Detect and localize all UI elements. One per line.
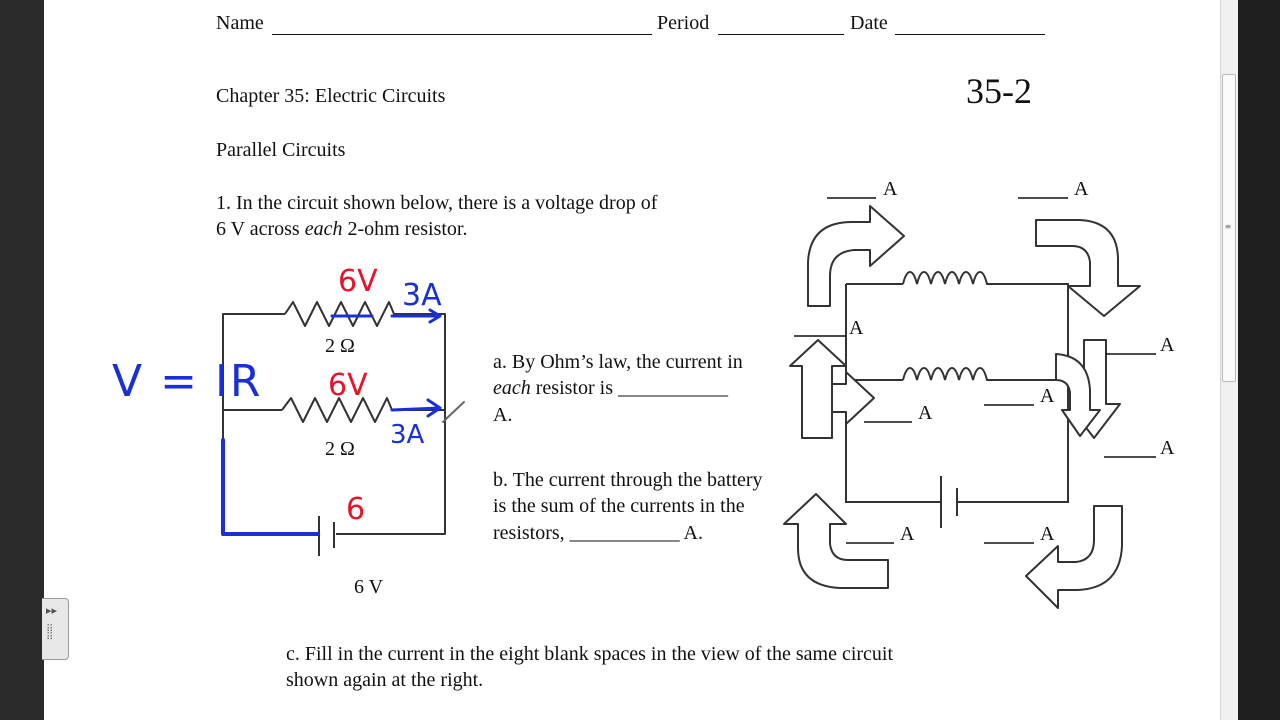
ink-annotations: [221, 308, 465, 536]
curved-arrow-top-left: [807, 205, 905, 307]
unit-label-a: A: [900, 523, 915, 545]
unit-label-a: A: [918, 402, 933, 424]
right-circuit-wires: [845, 283, 1069, 503]
battery-symbol: [318, 516, 335, 556]
ink-formula: V = IR: [112, 356, 263, 407]
period-label: Period: [657, 12, 710, 34]
resistor-bottom-label: 2 Ω: [325, 438, 355, 460]
period-blank: [718, 34, 844, 35]
name-label: Name: [216, 12, 264, 34]
date-label: Date: [850, 12, 888, 34]
unit-label-a: A: [1040, 523, 1055, 545]
side-panel-toggle[interactable]: [42, 598, 69, 660]
unit-label-a: A: [1160, 437, 1175, 459]
curved-arrow-bottom-left: [783, 493, 889, 589]
resistor-top-label: 2 Ω: [325, 335, 355, 357]
unit-label-a: A: [1160, 334, 1175, 356]
part-c-line2: shown again at the right.: [286, 669, 484, 691]
ink-battery-value: 6: [346, 492, 366, 527]
curved-arrow-bottom-right: [1025, 505, 1123, 609]
part-a-line2: each resistor is ___________: [493, 377, 728, 399]
chapter-title: Chapter 35: Electric Circuits: [216, 85, 446, 107]
pen-cursor-icon: [442, 401, 465, 423]
grid-dots-icon: ⠿⠿: [46, 624, 54, 643]
ink-top-current-arrow: [390, 308, 442, 324]
right-resistor-mid: [902, 367, 1010, 381]
page-number: 35-2: [966, 71, 1032, 111]
section-title: Parallel Circuits: [216, 139, 346, 161]
document-page: [44, 0, 1220, 720]
ink-top-current: 3A: [402, 278, 442, 313]
ink-mid-voltage: 6V: [328, 368, 368, 403]
question1-line2: 6 V across each 2-ohm resistor.: [216, 218, 468, 240]
ink-top-voltage: 6V: [338, 264, 378, 299]
unit-label-a: A: [883, 178, 898, 200]
answer-blanks: [794, 197, 1156, 544]
grip-lines-icon: ≡: [1224, 222, 1232, 231]
part-a-line1: a. By Ohm’s law, the current in: [493, 351, 743, 373]
curved-arrow-mid-right: [1055, 353, 1101, 437]
part-c-line1: c. Fill in the current in the eight blan…: [286, 643, 894, 665]
double-chevron-right-icon: ▸▸: [46, 604, 58, 617]
right-circuit: [845, 271, 1069, 528]
ink-mid-current: 3A: [390, 420, 425, 450]
part-b-line3: resistors, ___________ A.: [493, 522, 703, 544]
part-b-line2: is the sum of the currents in the: [493, 495, 745, 517]
straight-arrow-right: [831, 371, 875, 425]
right-battery-symbol: [940, 476, 958, 528]
unit-label-a: A: [1040, 385, 1055, 407]
current-arrows: [783, 205, 1141, 609]
part-b-line1: b. The current through the battery: [493, 469, 763, 491]
curved-arrow-top-right: [1035, 219, 1141, 317]
left-circuit: [222, 301, 446, 556]
question1-line1: 1. In the circuit shown below, there is …: [216, 192, 658, 214]
ink-mid-current-arrow: [390, 398, 442, 418]
date-blank: [895, 34, 1045, 35]
right-panel: [1238, 0, 1280, 720]
straight-arrow-up: [789, 339, 847, 439]
right-resistor-top: [902, 271, 1010, 285]
scroll-up-arrow-icon[interactable]: [1222, 0, 1235, 14]
ink-blue-wire: [221, 438, 320, 536]
unit-label-a: A: [849, 317, 864, 339]
battery-label: 6 V: [354, 576, 384, 598]
unit-label-a: A: [1074, 178, 1089, 200]
resistor-bottom: [281, 397, 402, 423]
name-blank: [272, 34, 652, 35]
part-a-line3: A.: [493, 404, 513, 426]
left-circuit-wires: [222, 313, 446, 535]
scrollbar-thumb[interactable]: [1222, 74, 1236, 382]
resistor-top: [284, 301, 402, 327]
